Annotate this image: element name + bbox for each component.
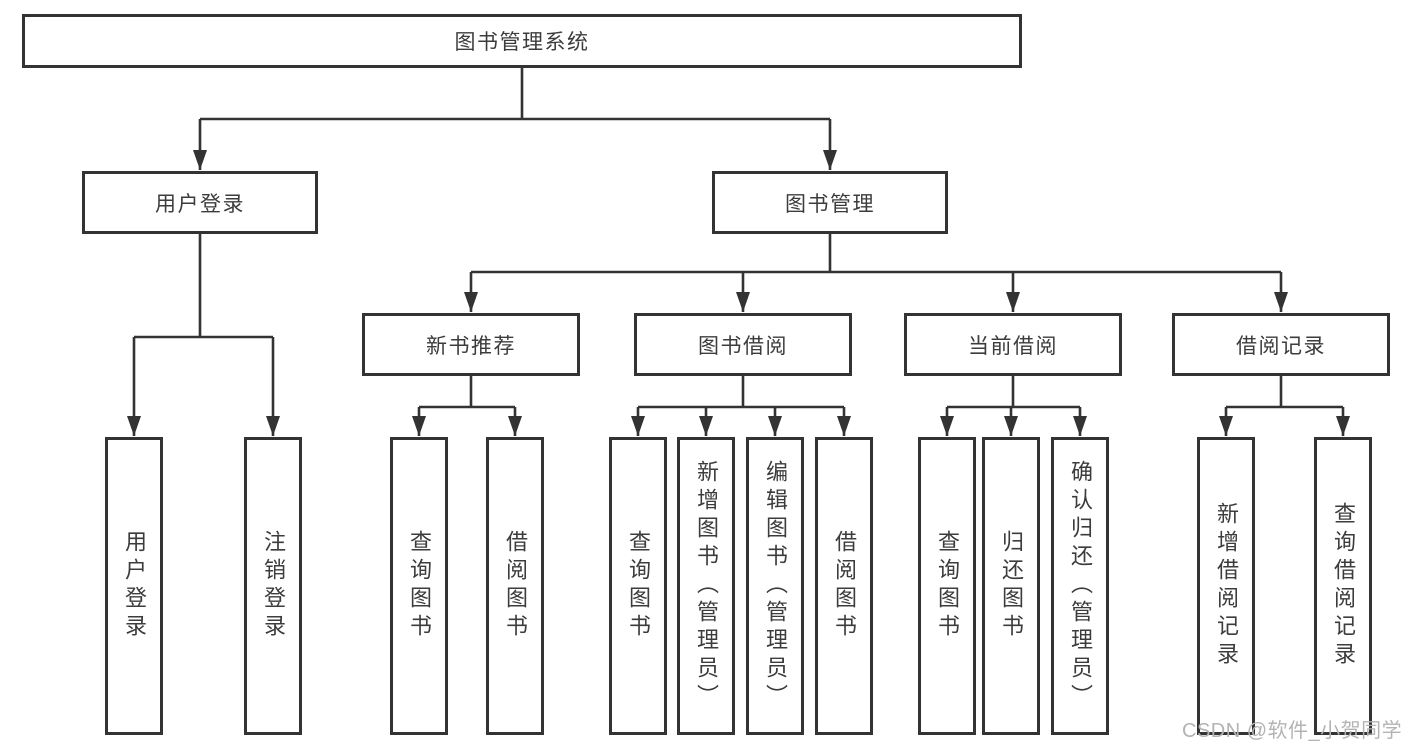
node-book-management: 图书管理 xyxy=(712,171,948,234)
leaf-records-query-record-label: 查询借阅记录 xyxy=(1331,502,1356,670)
node-root-label: 图书管理系统 xyxy=(454,31,590,54)
leaf-newbooks-borrow-books-label: 借阅图书 xyxy=(503,530,528,642)
node-user-login: 用户登录 xyxy=(82,171,318,234)
leaf-borrow-edit-books-admin: 编辑图书（管理员） xyxy=(746,437,804,735)
node-book-borrow-label: 图书借阅 xyxy=(698,334,788,358)
leaf-current-query-books: 查询图书 xyxy=(918,437,976,735)
node-current-borrow-label: 当前借阅 xyxy=(968,334,1058,358)
connector-new-books-trunk xyxy=(419,376,515,409)
leaf-borrow-borrow-books: 借阅图书 xyxy=(815,437,873,735)
leaf-current-return-books-label: 归还图书 xyxy=(999,530,1024,642)
node-new-book-recommend: 新书推荐 xyxy=(362,313,580,376)
leaf-borrow-edit-books-admin-label: 编辑图书（管理员） xyxy=(763,460,788,712)
connector-user-login-trunk xyxy=(134,234,273,339)
leaf-logout: 注销登录 xyxy=(244,437,302,735)
csdn-watermark: CSDN @软件_小贺同学 xyxy=(1182,720,1403,742)
leaf-current-confirm-return-admin: 确认归还（管理员） xyxy=(1051,437,1109,735)
connector-book-mgmt-trunk xyxy=(471,234,1281,274)
leaf-records-add-record-label: 新增借阅记录 xyxy=(1214,502,1239,670)
leaf-records-query-record: 查询借阅记录 xyxy=(1314,437,1372,735)
leaf-user-login: 用户登录 xyxy=(105,437,163,735)
node-borrow-records: 借阅记录 xyxy=(1172,313,1390,376)
leaf-borrow-borrow-books-label: 借阅图书 xyxy=(832,530,857,642)
leaf-user-login-label: 用户登录 xyxy=(122,530,147,642)
leaf-current-return-books: 归还图书 xyxy=(982,437,1040,735)
leaf-records-add-record: 新增借阅记录 xyxy=(1197,437,1255,735)
leaf-borrow-add-books-admin-label: 新增图书（管理员） xyxy=(694,460,719,712)
node-user-login-label: 用户登录 xyxy=(155,192,245,216)
leaf-newbooks-query-books: 查询图书 xyxy=(390,437,448,735)
connector-current-borrow-trunk xyxy=(947,376,1080,409)
leaf-logout-label: 注销登录 xyxy=(261,530,286,642)
leaf-borrow-add-books-admin: 新增图书（管理员） xyxy=(677,437,735,735)
node-book-management-label: 图书管理 xyxy=(785,192,875,216)
connector-root-trunk xyxy=(200,68,830,121)
node-root: 图书管理系统 xyxy=(22,14,1022,68)
node-new-book-recommend-label: 新书推荐 xyxy=(426,334,516,358)
leaf-borrow-query-books-label: 查询图书 xyxy=(626,530,651,642)
connector-book-borrow-trunk xyxy=(638,376,844,409)
leaf-newbooks-query-books-label: 查询图书 xyxy=(407,530,432,642)
connector-borrow-records-trunk xyxy=(1226,376,1343,409)
node-current-borrow: 当前借阅 xyxy=(904,313,1122,376)
leaf-newbooks-borrow-books: 借阅图书 xyxy=(486,437,544,735)
leaf-current-query-books-label: 查询图书 xyxy=(935,530,960,642)
node-borrow-records-label: 借阅记录 xyxy=(1236,334,1326,358)
leaf-borrow-query-books: 查询图书 xyxy=(609,437,667,735)
leaf-current-confirm-return-admin-label: 确认归还（管理员） xyxy=(1068,460,1093,712)
node-book-borrow: 图书借阅 xyxy=(634,313,852,376)
